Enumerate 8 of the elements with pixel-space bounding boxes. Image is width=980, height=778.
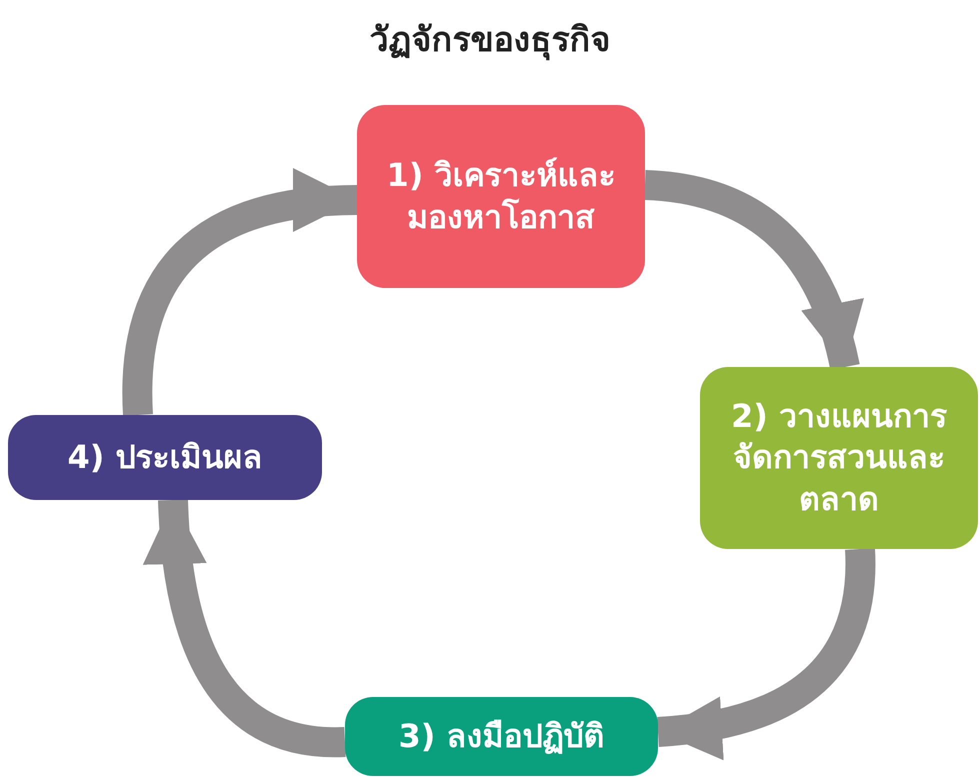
process-box: 4) ประเมินผล	[8, 415, 322, 500]
curved-arrow	[122, 170, 358, 416]
process-box: 1) วิเคราะห์และมองหาโอกาส	[357, 105, 645, 288]
process-box: 2) วางแผนการจัดการสวนและตลาด	[700, 367, 978, 549]
curved-arrow	[656, 548, 876, 758]
diagram-title: วัฏจักรของธุรกิจ	[368, 19, 612, 62]
curved-arrow	[144, 499, 346, 757]
process-box: 3) ลงมือปฏิบัติ	[345, 697, 658, 776]
